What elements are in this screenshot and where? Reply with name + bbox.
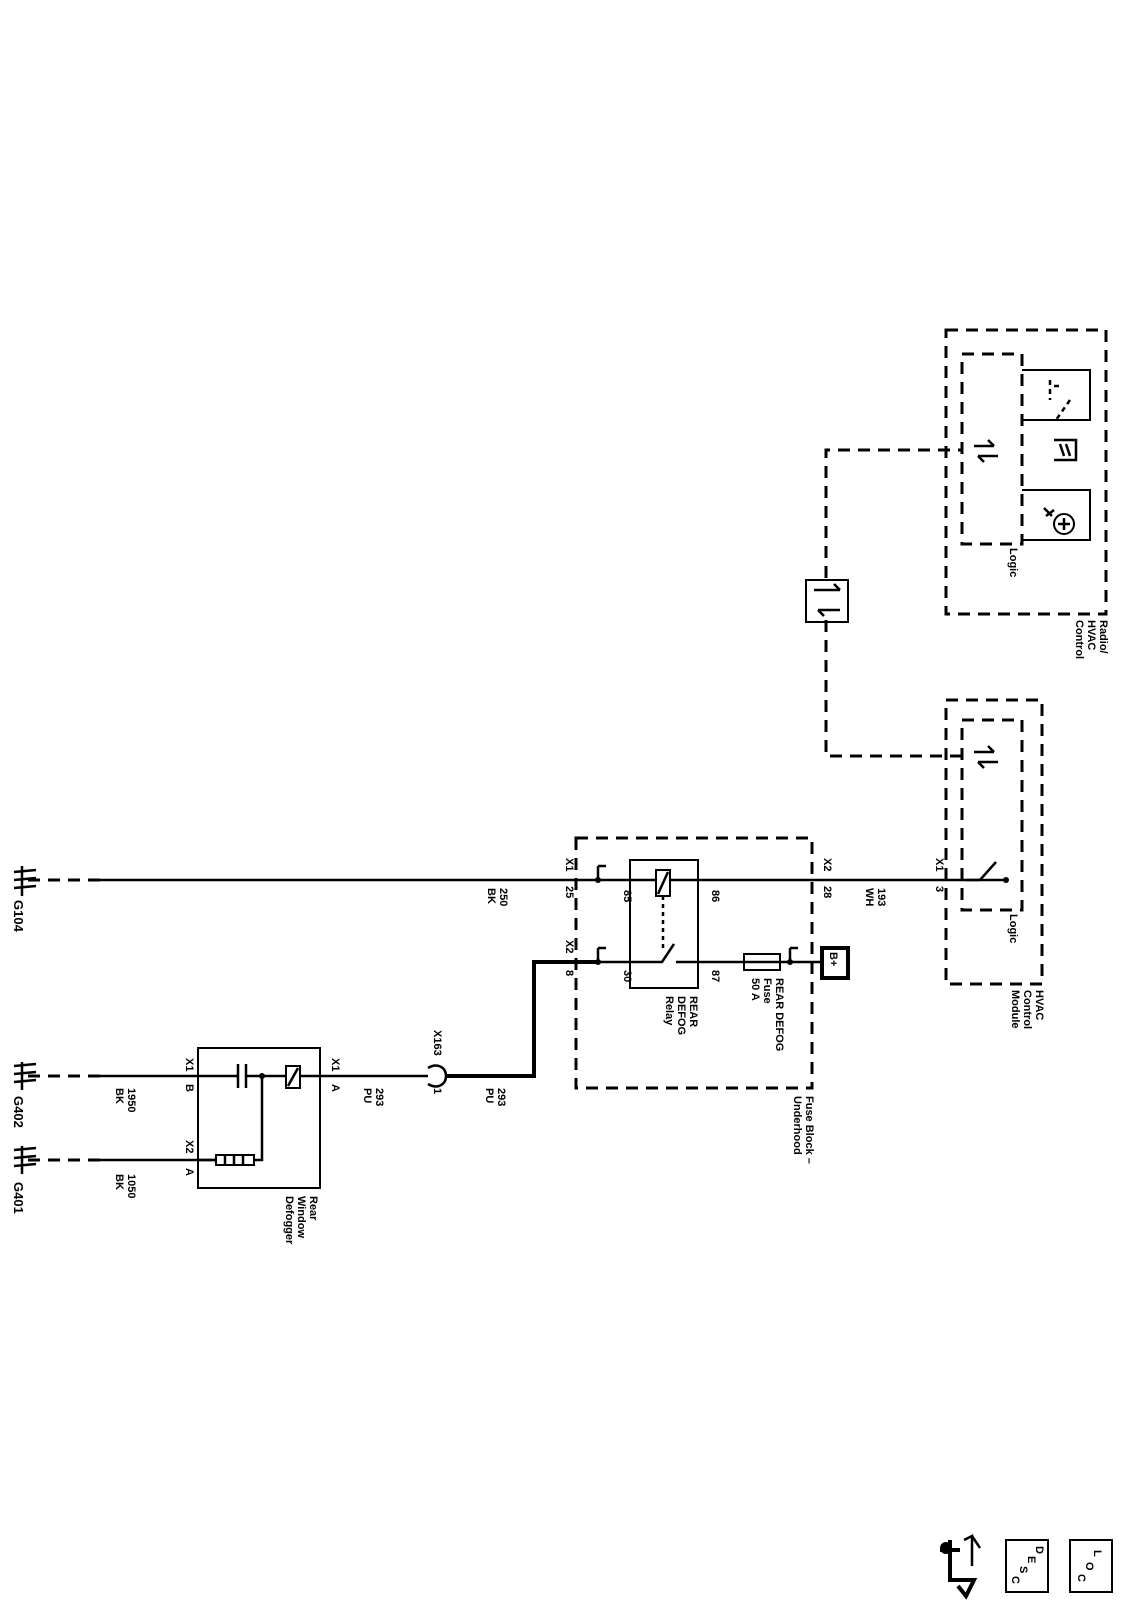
svg-text:Module: Module [1009, 990, 1021, 1029]
svg-text:8: 8 [563, 970, 575, 976]
svg-text:1050: 1050 [125, 1174, 137, 1198]
svg-text:X1: X1 [563, 858, 575, 871]
svg-text:B: B [183, 1084, 195, 1092]
svg-text:Window: Window [295, 1196, 307, 1238]
hvac-control-module: Logic X1 3 HVAC Control Module [933, 698, 1045, 1029]
svg-text:E: E [1025, 1556, 1037, 1563]
svg-text:O: O [1083, 1562, 1095, 1571]
svg-text:HVAC: HVAC [1085, 620, 1097, 650]
svg-text:25: 25 [563, 886, 575, 898]
radio-hvac-control: Logic Radio/ HVAC Control [944, 328, 1109, 659]
svg-text:A: A [329, 1084, 341, 1092]
svg-text:85: 85 [621, 890, 633, 902]
svg-text:30: 30 [621, 970, 633, 982]
svg-text:X2: X2 [821, 858, 833, 871]
svg-text:Fuse: Fuse [761, 978, 773, 1004]
svg-text:REAR: REAR [687, 996, 699, 1027]
svg-text:Relay: Relay [663, 996, 675, 1026]
ground-label-g402: G402 [11, 1096, 26, 1128]
svg-text:X2: X2 [183, 1140, 195, 1153]
svg-text:BK: BK [113, 1088, 125, 1104]
svg-text:50 A: 50 A [749, 978, 761, 1001]
svg-text:HVAC: HVAC [1033, 990, 1045, 1020]
footer-icons: D E S C L O C [940, 1533, 1113, 1600]
ground-label-g104: G104 [11, 900, 26, 933]
connector-x163: X163 1 [427, 1030, 448, 1094]
svg-text:PU: PU [483, 1088, 495, 1103]
svg-text:Radio/: Radio/ [1097, 620, 1109, 654]
battery-b-plus: B+ [820, 946, 850, 980]
wire-250: 250 BK [28, 878, 598, 906]
svg-text:WH: WH [863, 888, 875, 906]
rear-window-defogger: X1 B X2 A X1 A Rear Window Defogger [183, 1047, 341, 1245]
svg-text:Underhood: Underhood [791, 1096, 803, 1155]
svg-text:X1: X1 [933, 858, 945, 871]
svg-text:87: 87 [709, 970, 721, 982]
svg-text:X2: X2 [563, 940, 575, 953]
svg-text:Control: Control [1073, 620, 1085, 659]
svg-text:BK: BK [113, 1174, 125, 1190]
svg-text:C: C [1009, 1576, 1021, 1584]
svg-text:1950: 1950 [125, 1088, 137, 1112]
svg-text:BK: BK [485, 888, 497, 904]
svg-text:X1: X1 [183, 1058, 195, 1071]
svg-text:Logic: Logic [1007, 548, 1019, 577]
svg-text:X163: X163 [431, 1030, 443, 1056]
svg-text:L: L [1091, 1550, 1103, 1557]
svg-text:PU: PU [361, 1088, 373, 1103]
svg-text:C: C [1075, 1574, 1087, 1582]
wire-193: 193 WH [812, 878, 1006, 906]
svg-text:Defogger: Defogger [283, 1196, 295, 1245]
svg-text:86: 86 [709, 890, 721, 902]
schematic-nav-icon[interactable] [940, 1533, 982, 1600]
svg-text:B+: B+ [827, 952, 839, 966]
svg-text:D: D [1033, 1546, 1045, 1554]
svg-text:Fuse Block –: Fuse Block – [803, 1096, 815, 1164]
svg-text:28: 28 [821, 886, 833, 898]
location-icon[interactable]: L O C [1069, 1539, 1113, 1593]
description-icon[interactable]: D E S C [1005, 1539, 1049, 1593]
svg-text:250: 250 [497, 888, 509, 906]
wire-1950: 1950 BK [28, 1074, 230, 1112]
svg-text:293: 293 [373, 1088, 385, 1106]
svg-text:S: S [1017, 1566, 1029, 1573]
svg-text:Logic: Logic [1007, 914, 1019, 943]
svg-text:REAR DEFOG: REAR DEFOG [773, 978, 785, 1051]
ground-g402: G402 [11, 1062, 37, 1128]
svg-text:1: 1 [431, 1088, 443, 1094]
wire-293: 293 PU 293 PU [340, 960, 598, 1106]
svg-text:X1: X1 [329, 1058, 341, 1071]
svg-text:DEFOG: DEFOG [675, 996, 687, 1035]
ground-label-g401: G401 [11, 1182, 26, 1214]
svg-text:293: 293 [495, 1088, 507, 1106]
svg-text:Rear: Rear [307, 1196, 319, 1221]
svg-text:3: 3 [933, 886, 945, 892]
ground-g401: G401 [11, 1146, 37, 1214]
wire-1050: 1050 BK [28, 1158, 216, 1198]
svg-text:Control: Control [1021, 990, 1033, 1029]
ground-g104: G104 [11, 866, 37, 933]
serial-data-link [805, 448, 962, 758]
svg-text:193: 193 [875, 888, 887, 906]
svg-text:A: A [183, 1168, 195, 1176]
fuse-block-underhood: 85 86 30 87 REAR DEFOG Relay REAR DEFOG … [563, 836, 833, 1164]
